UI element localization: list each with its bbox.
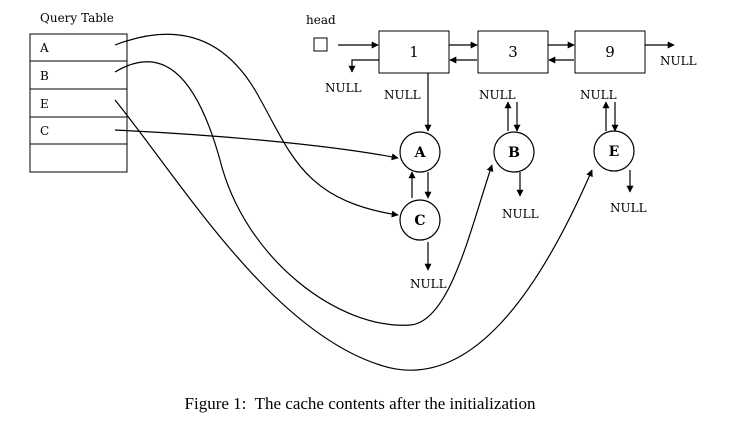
list-node-1-label: 1: [409, 43, 419, 61]
circle-node-b-label: B: [508, 145, 520, 161]
circle-node-e: [593, 130, 635, 172]
list-node-9: [574, 30, 646, 74]
circle-node-b: [493, 131, 535, 173]
null-label-list-start: NULL: [325, 81, 362, 95]
circle-node-a: [399, 131, 441, 173]
circle-node-a-label: A: [414, 145, 427, 161]
pointer-b-to-b: [114, 61, 494, 326]
query-table-row-c: C: [40, 124, 49, 138]
circle-node-c-label: C: [414, 213, 425, 229]
query-pointers: [114, 33, 593, 371]
null-label-e: NULL: [610, 201, 647, 215]
head-label: head: [306, 13, 336, 27]
circle-node-e-label: E: [609, 144, 620, 160]
pointer-a-to-c: [114, 33, 399, 218]
list-node-1: [378, 30, 450, 74]
list-node-3-label: 3: [508, 43, 518, 61]
null-label-node-1: NULL: [384, 88, 421, 102]
pointer-e-to-e: [114, 99, 593, 371]
list-node-9-label: 9: [605, 43, 615, 61]
query-table-row-a: A: [39, 41, 49, 55]
null-label-b: NULL: [502, 207, 539, 221]
list-links: [348, 41, 675, 73]
null-label-list-end: NULL: [660, 54, 697, 68]
query-table-row-e: E: [40, 97, 49, 111]
query-table-row-b: B: [40, 69, 49, 83]
null-label-c: NULL: [410, 277, 447, 291]
list-node-3: [477, 30, 549, 74]
query-table-title: Query Table: [40, 11, 114, 25]
query-table: [29, 33, 128, 173]
pointer-c-to-a: [114, 129, 399, 161]
figure-caption: Figure 1: The cache contents after the i…: [185, 394, 536, 413]
head-pointer-box: [313, 37, 328, 52]
null-label-node-3: NULL: [479, 88, 516, 102]
vertical-links: [408, 73, 634, 271]
null-label-node-9: NULL: [580, 88, 617, 102]
circle-node-c: [399, 199, 441, 241]
